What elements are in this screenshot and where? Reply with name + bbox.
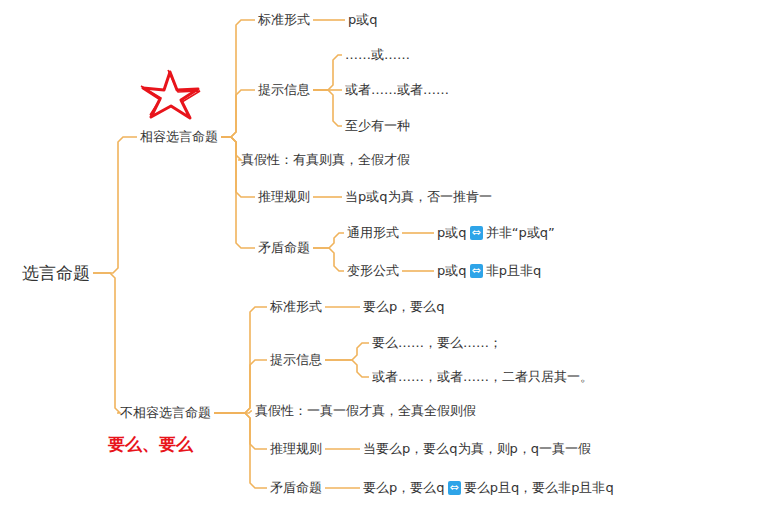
equivalence-icon: ⇔ — [470, 226, 483, 240]
equivalence-icon: ⇔ — [448, 481, 461, 495]
annotation-note: 要么、要么 — [108, 433, 193, 456]
topic-node: p或q⇔并非“p或q” — [437, 224, 555, 242]
topic-text: 矛盾命题 — [270, 480, 322, 495]
branch-line — [402, 232, 434, 234]
branch-line — [325, 448, 360, 450]
branch-line — [221, 20, 255, 137]
branch-line — [214, 413, 267, 449]
topic-node: 真假性：一真一假才真，全真全假则假 — [255, 402, 476, 420]
root-topic: 选言命题 — [22, 262, 90, 284]
topic-text: 不相容选言命题 — [120, 405, 211, 420]
topic-node: 或者……或者…… — [345, 81, 449, 99]
topic-text: 并非“p或q” — [486, 225, 555, 240]
topic-text: 推理规则 — [270, 441, 322, 456]
topic-node: 推理规则 — [270, 440, 322, 458]
topic-text: 或者……或者…… — [345, 82, 449, 97]
topic-text: ……或…… — [345, 47, 410, 62]
topic-text: 提示信息 — [270, 352, 322, 367]
star-mark — [143, 72, 198, 118]
branch-line — [221, 90, 255, 137]
branch-line — [325, 343, 369, 360]
topic-text: p或q — [437, 263, 467, 278]
branch-line — [313, 233, 344, 248]
topic-text: 当要么p，要么q为真，则p，q一真一假 — [363, 441, 591, 456]
topic-node: 推理规则 — [258, 188, 310, 206]
topic-text: 推理规则 — [258, 189, 310, 204]
branch-line — [313, 248, 344, 271]
topic-node: 相容选言命题 — [140, 128, 218, 146]
topic-node: 矛盾命题 — [258, 239, 310, 257]
branch-line — [313, 90, 342, 126]
topic-text: 至少有一种 — [345, 118, 410, 133]
topic-text: 要么p，要么q — [363, 299, 445, 314]
topic-node: ……或…… — [345, 46, 410, 64]
topic-text: 通用形式 — [347, 225, 399, 240]
equivalence-icon: ⇔ — [470, 264, 483, 278]
branch-line — [313, 55, 342, 90]
branch-line — [325, 306, 360, 308]
topic-node: 变形公式 — [347, 262, 399, 280]
topic-text: 或者……，或者……，二者只居其一。 — [372, 369, 593, 384]
topic-text: 相容选言命题 — [140, 129, 218, 144]
topic-text: 提示信息 — [258, 82, 310, 97]
branch-line — [93, 137, 137, 273]
topic-node: 要么p，要么q⇔要么p且q，要么非p且非q — [363, 479, 614, 497]
topic-node: 标准形式 — [258, 11, 310, 29]
topic-text: 当p或q为真，否一推肯一 — [345, 189, 492, 204]
topic-text: 标准形式 — [270, 299, 322, 314]
topic-node: p或q — [348, 11, 378, 29]
topic-text: 选言命题 — [22, 263, 90, 283]
topic-text: 要么p且q，要么非p且非q — [464, 480, 614, 495]
topic-node: 提示信息 — [270, 351, 322, 369]
topic-node: 当p或q为真，否一推肯一 — [345, 188, 492, 206]
topic-text: 标准形式 — [258, 12, 310, 27]
topic-node: 要么……，要么……； — [372, 334, 502, 352]
topic-text: 要么……，要么……； — [372, 335, 502, 350]
branch-line — [325, 487, 360, 489]
topic-node: p或q⇔非p且非q — [437, 262, 541, 280]
topic-text: 矛盾命题 — [258, 240, 310, 255]
topic-text: 要么p，要么q — [363, 480, 445, 495]
topic-text: p或q — [437, 225, 467, 240]
branch-line — [221, 137, 255, 197]
topic-text: 非p且非q — [486, 263, 542, 278]
branch-line — [313, 19, 345, 21]
topic-node: 或者……，或者……，二者只居其一。 — [372, 368, 593, 386]
topic-node: 真假性：有真则真，全假才假 — [241, 151, 410, 169]
branch-line — [313, 196, 342, 198]
branch-line — [325, 360, 369, 377]
topic-text: 变形公式 — [347, 263, 399, 278]
branch-line — [214, 413, 267, 488]
branch-line — [214, 307, 267, 413]
topic-text: 真假性：有真则真，全假才假 — [241, 152, 410, 167]
topic-node: 提示信息 — [258, 81, 310, 99]
branch-line — [221, 137, 241, 160]
topic-node: 矛盾命题 — [270, 479, 322, 497]
star-mark — [141, 70, 200, 115]
topic-node: 不相容选言命题 — [120, 404, 211, 422]
branch-line — [93, 273, 120, 413]
topic-node: 标准形式 — [270, 298, 322, 316]
topic-node: 通用形式 — [347, 224, 399, 242]
topic-node: 要么p，要么q — [363, 298, 445, 316]
topic-node: 当要么p，要么q为真，则p，q一真一假 — [363, 440, 591, 458]
topic-text: 真假性：一真一假才真，全真全假则假 — [255, 403, 476, 418]
topic-node: 至少有一种 — [345, 117, 410, 135]
topic-text: p或q — [348, 12, 378, 27]
branch-line — [402, 270, 434, 272]
